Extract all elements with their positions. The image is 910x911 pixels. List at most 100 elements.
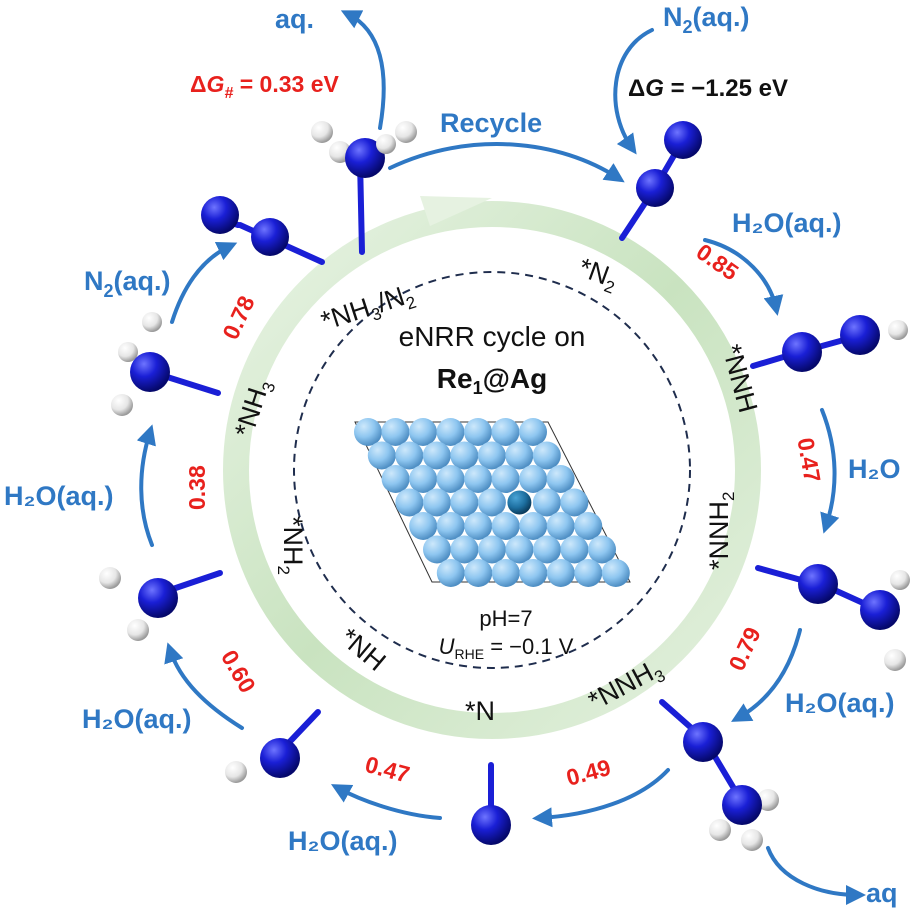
ag-atom <box>601 559 630 587</box>
ag-atom <box>491 465 520 493</box>
energy-nnh3-n: 0.49 <box>563 754 613 791</box>
ag-atom <box>464 418 492 446</box>
nh3-desorbing <box>311 121 417 178</box>
potential-label: URHE = −0.1 V <box>439 634 574 662</box>
arrow-nh3-release-bottom <box>766 846 866 905</box>
ag-atom <box>464 465 493 493</box>
h2o-label-6: H₂O(aq.) <box>4 481 114 511</box>
arrow-recycle <box>388 142 625 183</box>
energy-nnh-nnh2: 0.47 <box>792 436 825 485</box>
ag-atom <box>505 535 534 564</box>
arrow-step-nh3-n2 <box>170 242 238 324</box>
ag-atom <box>436 512 465 540</box>
ag-atom <box>560 488 589 517</box>
ag-atom <box>533 535 561 564</box>
ag-atom <box>367 441 396 470</box>
re-atom <box>507 490 532 515</box>
ag-atom <box>450 441 479 470</box>
ag-atom <box>409 512 438 540</box>
energy-n-nh: 0.47 <box>362 751 412 788</box>
nnh2-right <box>798 564 910 671</box>
ag-atom <box>478 535 506 564</box>
ag-atom <box>491 559 520 587</box>
ag-atom <box>505 441 534 470</box>
ring-arrow-head <box>420 196 492 226</box>
energy-nh-nh2: 0.60 <box>216 645 261 697</box>
arrow-step-nh2-nh3 <box>136 424 156 547</box>
nnh-right <box>782 315 908 372</box>
ag-atom <box>464 559 493 587</box>
nh3-left <box>111 312 170 416</box>
arrow-step-n2-nnh <box>703 238 784 316</box>
recycle-label: Recycle <box>440 108 542 138</box>
arrow-step-n-nh <box>330 784 442 820</box>
arrow-step-nnh2-nnh3 <box>731 628 802 722</box>
ag-atom <box>519 559 548 587</box>
h2o-label-1: H₂O(aq.) <box>732 208 842 238</box>
aq-top-label: aq. <box>275 4 314 34</box>
h2o-label-3: H₂O(aq.) <box>785 688 895 718</box>
n2-incoming-left <box>201 196 289 256</box>
inner-dashed-circle <box>293 271 691 669</box>
ag-atom <box>409 418 437 446</box>
nnh3-bottom-right <box>683 722 779 851</box>
ag-atom <box>464 512 493 540</box>
energy-nh2-nh3: 0.38 <box>184 465 210 510</box>
n-bottom <box>471 805 511 845</box>
ag-atom <box>422 441 451 470</box>
dg-hash-label: ΔG# = 0.33 eV <box>190 71 339 102</box>
h2o-label-4: H₂O(aq.) <box>288 826 398 856</box>
arrow-step-nh-nh2 <box>164 642 244 730</box>
label-nh2: *NH2 <box>274 516 308 575</box>
ag-atom <box>450 535 479 564</box>
ag-atom <box>588 535 616 564</box>
ag-atom <box>436 465 465 493</box>
ag-atom <box>519 512 548 540</box>
ag-atom <box>546 512 575 540</box>
ph-label: pH=7 <box>479 606 532 631</box>
ag-atom <box>532 441 561 470</box>
ag-atom <box>395 441 424 470</box>
h2o-label-2: H₂O <box>848 454 901 484</box>
energy-n2-nnh: 0.85 <box>692 238 744 285</box>
nh-bottom-left <box>225 738 300 783</box>
arrow-n2-adsorb-top <box>613 28 654 155</box>
ag-atom <box>574 559 603 587</box>
ag-atom <box>491 512 520 540</box>
n2-top-right <box>636 121 702 207</box>
label-nnh2: *NNH2 <box>704 492 738 570</box>
ag-atom <box>354 418 382 446</box>
ag-atom <box>532 488 561 517</box>
re1-ag-slab <box>354 418 631 587</box>
ag-atom <box>423 535 451 564</box>
center-title: eNRR cycle on <box>399 321 586 352</box>
molecules <box>99 121 910 851</box>
h2o-label-5: H₂O(aq.) <box>82 704 192 734</box>
ag-atom <box>381 418 410 446</box>
ag-atom <box>519 418 547 446</box>
ag-atom <box>436 418 465 446</box>
ag-atom <box>546 559 575 587</box>
ag-atom <box>491 418 520 446</box>
dg-label: ΔG = −1.25 eV <box>628 75 788 102</box>
ag-atom <box>546 465 575 493</box>
ag-atom <box>436 559 465 587</box>
arrow-step-nnh3-n <box>532 768 670 828</box>
cycle-ring <box>223 201 761 739</box>
nh2-left <box>99 567 178 641</box>
ag-atom <box>574 512 603 540</box>
ag-atom <box>519 465 548 493</box>
n2-aq-top-label: N2(aq.) <box>663 2 750 37</box>
ag-atom <box>477 488 506 517</box>
energy-nh3-n2: 0.78 <box>217 292 260 344</box>
ag-atom <box>560 535 589 564</box>
ag-atom <box>422 488 451 517</box>
ag-atom <box>450 488 479 517</box>
n2-aq-left-label: N2(aq.) <box>84 266 171 301</box>
arrow-step-nnh-nnh2 <box>820 408 840 534</box>
reaction-arrows <box>136 10 866 905</box>
ag-atom <box>409 465 438 493</box>
ag-atom <box>477 441 506 470</box>
arrow-nh3-desorb <box>340 10 386 130</box>
